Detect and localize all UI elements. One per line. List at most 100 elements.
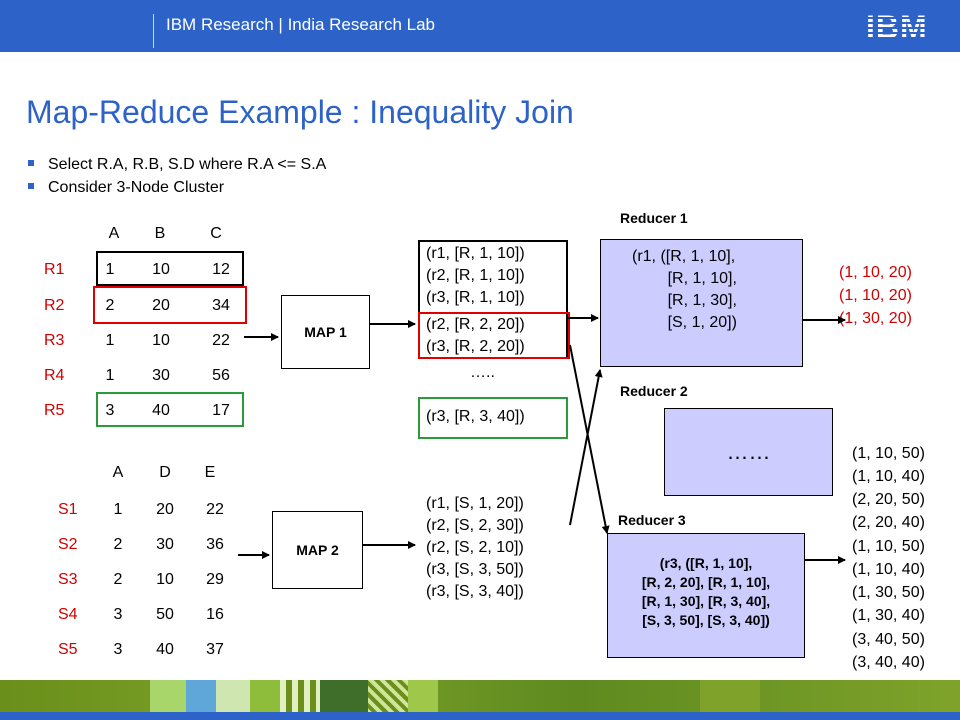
output3-line: (1, 30, 40) xyxy=(852,607,925,624)
row-label: R2 xyxy=(44,297,65,314)
reducer3-line: (r3, ([R, 1, 10], xyxy=(659,555,753,571)
map2-output-line: (r2, [S, 2, 30]) xyxy=(426,517,524,534)
arrow-to-reducer3 xyxy=(569,344,610,534)
header-separator xyxy=(153,14,154,48)
map2-output-line: (r1, [S, 1, 20]) xyxy=(426,495,524,512)
table-s-header: A xyxy=(112,464,124,481)
table-r-header: A xyxy=(108,225,120,242)
cell: 37 xyxy=(206,641,224,658)
reducer1-line: [R, 1, 30], xyxy=(632,292,737,309)
highlight-box-r1 xyxy=(96,251,244,286)
cell: 2 xyxy=(113,536,123,553)
cell: 1 xyxy=(105,261,115,278)
reducer2-content: …… xyxy=(726,439,771,464)
reducer3-line: [R, 1, 30], [R, 3, 40], xyxy=(641,593,771,609)
cell: 34 xyxy=(212,297,230,314)
reducer1-line: [S, 1, 20]) xyxy=(632,314,737,331)
output3-line: (2, 20, 50) xyxy=(852,491,925,508)
table-s-header: E xyxy=(204,464,216,481)
output3-line: (1, 10, 40) xyxy=(852,468,925,485)
cell: 3 xyxy=(113,641,123,658)
cell: 22 xyxy=(212,332,230,349)
footer-tile xyxy=(368,680,408,714)
map1-output-box-green xyxy=(418,397,568,439)
cell: 1 xyxy=(105,367,115,384)
cell: 3 xyxy=(105,402,115,419)
map1-box: MAP 1 xyxy=(281,295,370,369)
bullet-item: Select R.A, R.B, S.D where R.A <= S.A xyxy=(28,156,326,174)
output3-line: (1, 10, 50) xyxy=(852,445,925,462)
cell: 30 xyxy=(152,367,170,384)
footer-tile xyxy=(250,680,280,714)
output3-line: (1, 10, 50) xyxy=(852,538,925,555)
row-label: R1 xyxy=(44,261,65,278)
row-label: R4 xyxy=(44,367,65,384)
row-label: S3 xyxy=(58,571,78,588)
reducer2-label: Reducer 2 xyxy=(620,383,688,399)
table-r-header: C xyxy=(210,225,222,242)
footer-tile xyxy=(216,680,250,714)
reducer3-line: [S, 3, 50], [S, 3, 40]) xyxy=(642,612,770,628)
cell: 40 xyxy=(152,402,170,419)
ibm-logo: IBM xyxy=(866,9,928,45)
row-label: S4 xyxy=(58,606,78,623)
cell: 10 xyxy=(152,261,170,278)
cell: 12 xyxy=(212,261,230,278)
bullet-text: Select R.A, R.B, S.D where R.A <= S.A xyxy=(48,156,327,173)
table-r-header: B xyxy=(154,225,166,242)
row-label: S1 xyxy=(58,501,78,518)
reducer2-box: …… xyxy=(664,408,833,496)
output3-line: (3, 40, 50) xyxy=(852,631,925,648)
output3-line: (1, 30, 50) xyxy=(852,584,925,601)
footer-tile xyxy=(186,680,216,714)
cell: 1 xyxy=(113,501,123,518)
cell: 36 xyxy=(206,536,224,553)
cell: 10 xyxy=(152,332,170,349)
header-org-text: IBM Research | India Research Lab xyxy=(166,15,435,34)
map2-output-line: (r3, [S, 3, 40]) xyxy=(426,583,524,600)
reducer1-line: [R, 1, 10], xyxy=(632,270,737,287)
map1-label: MAP 1 xyxy=(304,324,347,340)
header-bar: IBM Research | India Research Lab IBM xyxy=(0,0,960,52)
cell: 16 xyxy=(206,606,224,623)
row-label: S2 xyxy=(58,536,78,553)
map1-output-line: (r3, [R, 1, 10]) xyxy=(426,289,525,306)
footer-background xyxy=(0,680,960,714)
map2-box: MAP 2 xyxy=(272,511,363,589)
reducer1-label: Reducer 1 xyxy=(620,210,688,226)
footer-blue-bar xyxy=(0,712,960,720)
bullet-icon xyxy=(28,159,34,166)
reducer3-label: Reducer 3 xyxy=(618,512,686,528)
table-s-header: D xyxy=(159,464,171,481)
footer-tile xyxy=(150,680,186,714)
cell: 2 xyxy=(105,297,115,314)
footer-strip xyxy=(0,680,960,714)
footer-tile xyxy=(280,680,320,714)
map1-output-line: (r2, [R, 2, 20]) xyxy=(426,316,525,333)
cell: 20 xyxy=(156,501,174,518)
row-label: R5 xyxy=(44,402,65,419)
cell: 17 xyxy=(212,402,230,419)
cell: 40 xyxy=(156,641,174,658)
footer-tile xyxy=(700,680,760,714)
bullet-icon xyxy=(28,182,34,189)
highlight-box-red xyxy=(93,286,247,324)
cell: 50 xyxy=(156,606,174,623)
footer-tile xyxy=(320,680,368,714)
bullet-text: Consider 3-Node Cluster xyxy=(48,179,225,196)
map1-output-line: (r1, [R, 1, 10]) xyxy=(426,245,525,262)
output1-line: (1, 10, 20) xyxy=(839,287,912,304)
reducer1-box xyxy=(600,239,803,367)
slide-title: Map-Reduce Example : Inequality Join xyxy=(26,94,574,130)
cell: 56 xyxy=(212,367,230,384)
cell: 2 xyxy=(113,571,123,588)
row-label: R3 xyxy=(44,332,65,349)
reducer1-line: (r1, ([R, 1, 10], xyxy=(632,248,736,265)
map1-output-ellipsis: ….. xyxy=(470,364,495,381)
row-label: S5 xyxy=(58,641,78,658)
cell: 22 xyxy=(206,501,224,518)
output3-line: (2, 20, 40) xyxy=(852,514,925,531)
cell: 1 xyxy=(105,332,115,349)
map2-output-line: (r3, [S, 3, 50]) xyxy=(426,561,524,578)
